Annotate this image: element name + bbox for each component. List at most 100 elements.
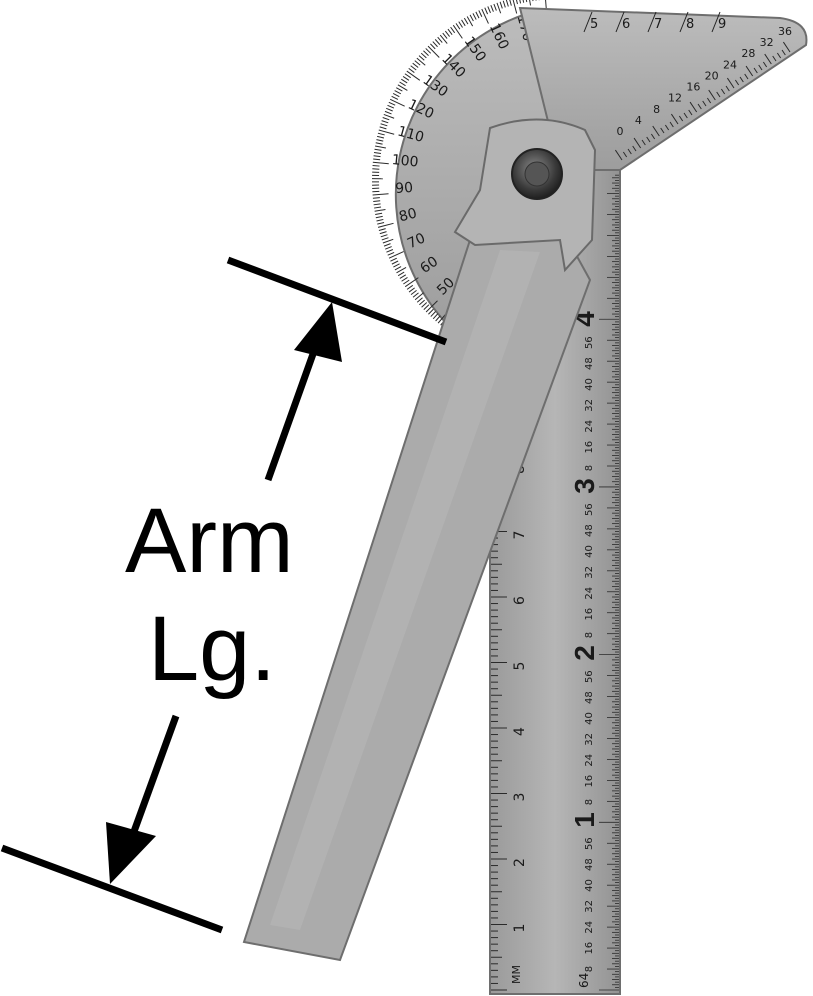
protractor-tick bbox=[512, 0, 518, 14]
protractor-degree-label: 100 bbox=[391, 152, 419, 170]
protractor-tick bbox=[376, 139, 384, 142]
ruler-64th-label: 40 bbox=[584, 545, 595, 558]
gauge-tick bbox=[641, 139, 646, 146]
protractor-tick bbox=[372, 165, 380, 167]
protractor-tick bbox=[475, 11, 480, 19]
protractor-tick bbox=[381, 120, 389, 124]
protractor-degree-label: 70 bbox=[405, 230, 428, 252]
gauge-tick bbox=[706, 97, 712, 104]
protractor-tick bbox=[425, 48, 432, 54]
protractor-tick bbox=[442, 32, 448, 39]
ruler-64th-label: 56 bbox=[584, 670, 595, 683]
protractor-tick bbox=[416, 297, 423, 303]
gauge-tick bbox=[758, 64, 763, 71]
protractor-tick bbox=[372, 197, 380, 199]
protractor-tick bbox=[397, 271, 405, 277]
protractor-tick bbox=[375, 142, 383, 145]
protractor-tick bbox=[397, 84, 408, 91]
gauge-slope-label: 12 bbox=[668, 92, 682, 105]
protractor-tick bbox=[421, 302, 428, 308]
protractor-degree-label: 80 bbox=[397, 205, 418, 225]
gauge-tick bbox=[739, 76, 744, 83]
ruler-inch-label: 1 bbox=[569, 812, 600, 828]
ruler-inch-label: 2 bbox=[569, 645, 600, 661]
ruler-64th-label: 8 bbox=[584, 632, 595, 638]
gauge-slope-label: 24 bbox=[723, 58, 737, 71]
protractor-tick bbox=[394, 266, 402, 271]
protractor-tick bbox=[384, 246, 392, 250]
gauge-tick bbox=[647, 11, 657, 33]
protractor-tick bbox=[379, 126, 387, 130]
protractor-tick bbox=[425, 300, 438, 313]
protractor-tick bbox=[389, 98, 405, 107]
protractor-tick bbox=[388, 101, 396, 106]
protractor-tick bbox=[386, 107, 393, 112]
protractor-tick bbox=[545, 0, 547, 9]
protractor-tick bbox=[399, 81, 406, 87]
protractor-tick bbox=[428, 308, 434, 315]
protractor-tick bbox=[496, 2, 502, 14]
protractor-tick bbox=[420, 52, 427, 59]
protractor-tick bbox=[402, 76, 410, 81]
protractor-tick bbox=[377, 132, 385, 136]
protractor-tick bbox=[399, 274, 407, 279]
gauge-tick bbox=[702, 100, 707, 107]
protractor-tick bbox=[490, 4, 494, 12]
gauge-tick bbox=[664, 124, 670, 131]
protractor-tick bbox=[466, 16, 474, 27]
gauge-tick bbox=[772, 55, 777, 62]
gauge-slope-label: 28 bbox=[741, 47, 755, 60]
protractor-tick bbox=[447, 28, 453, 35]
protractor-tick bbox=[374, 206, 382, 209]
gauge-tick bbox=[583, 11, 593, 33]
protractor-tick bbox=[406, 70, 421, 81]
protractor-tick bbox=[410, 289, 417, 296]
ruler-64th-label: 56 bbox=[584, 503, 595, 516]
gauge-upper-label: 5 bbox=[590, 17, 598, 32]
arm-length-dimension: Arm Lg. bbox=[0, 256, 448, 934]
protractor-tick bbox=[423, 304, 430, 310]
protractor-tick bbox=[535, 0, 537, 1]
gauge-tick bbox=[627, 148, 632, 155]
protractor-tick bbox=[391, 95, 399, 100]
protractor-tick bbox=[376, 218, 384, 222]
length-label: Lg. bbox=[148, 598, 276, 700]
protractor-tick bbox=[493, 3, 497, 11]
gauge-tick bbox=[745, 65, 754, 77]
protractor-tick bbox=[499, 1, 503, 9]
ruler-64th-label: 16 bbox=[584, 441, 595, 454]
ruler-64th-label: 56 bbox=[584, 837, 595, 850]
gauge-tick bbox=[688, 109, 693, 116]
protractor-tick bbox=[458, 21, 463, 28]
gauge-tick bbox=[708, 89, 716, 101]
protractor-tick bbox=[377, 222, 385, 225]
ruler-cm-label: 5 bbox=[512, 662, 528, 671]
gauge-upper-label: 9 bbox=[718, 17, 726, 32]
protractor-tick bbox=[416, 57, 426, 66]
protractor-tick bbox=[373, 203, 381, 206]
ruler-64th-label: 32 bbox=[584, 566, 595, 579]
protractor-tick bbox=[373, 158, 381, 161]
protractor-tick bbox=[387, 251, 395, 256]
gauge-tick bbox=[764, 53, 772, 65]
gauge-ticks bbox=[583, 11, 791, 161]
gauge-slope-label: 32 bbox=[760, 36, 774, 49]
ruler-64th-label: 8 bbox=[584, 966, 595, 972]
ruler-64th-label: 48 bbox=[584, 858, 595, 871]
protractor-tick bbox=[414, 60, 421, 66]
protractor-tick bbox=[394, 90, 402, 95]
protractor-tick bbox=[461, 19, 466, 27]
protractor-tick bbox=[412, 292, 419, 298]
protractor-tick bbox=[404, 277, 419, 288]
gauge-tick bbox=[726, 77, 735, 89]
protractor-tick bbox=[444, 30, 451, 37]
protractor-tick bbox=[404, 73, 411, 79]
protractor-tick bbox=[432, 41, 438, 48]
ruler-cm-label: 7 bbox=[512, 531, 528, 540]
gauge-tick bbox=[633, 137, 642, 149]
gauge-tick bbox=[720, 88, 726, 95]
